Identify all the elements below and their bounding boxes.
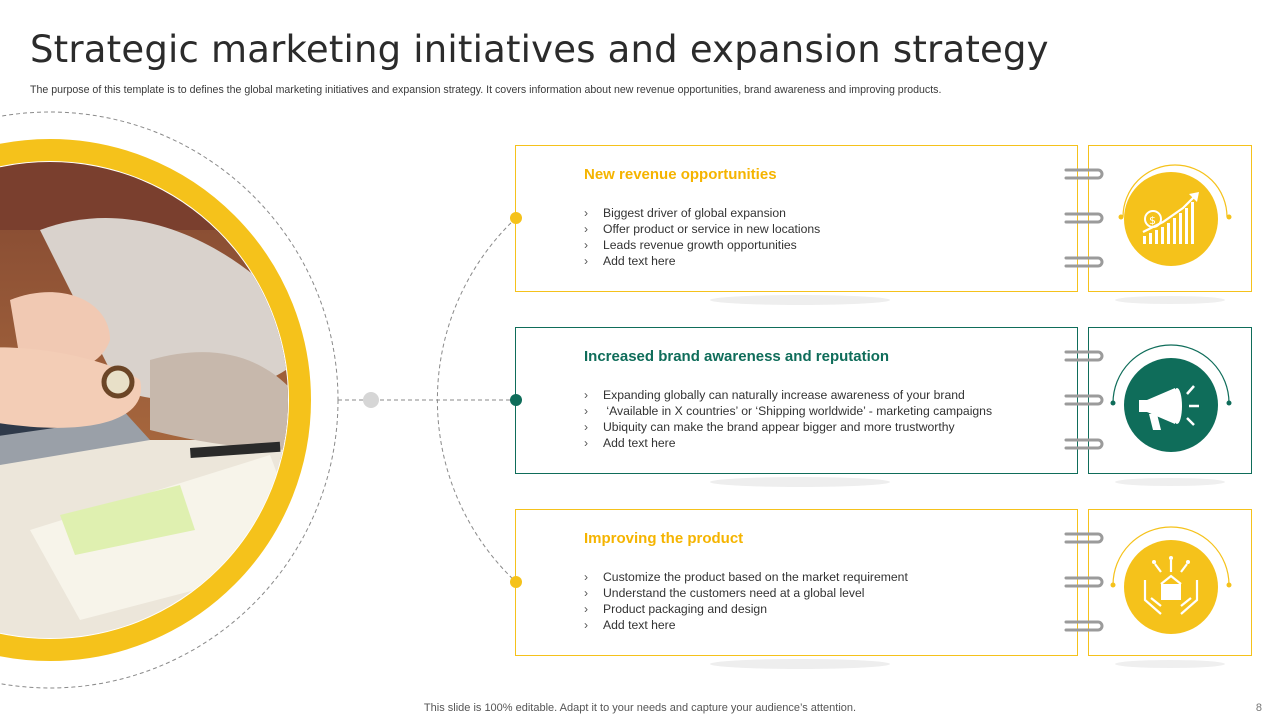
revenue-growth-chart-icon: $ — [1142, 192, 1199, 244]
page-number: 8 — [1255, 702, 1262, 714]
card-new-revenue: New revenue opportunities ›Biggest drive… — [515, 145, 1078, 292]
footer-note: This slide is 100% editable. Adapt it to… — [423, 702, 857, 714]
megaphone-icon — [1139, 385, 1199, 430]
bullet-chevron: › — [584, 586, 589, 600]
list-item: ›Biggest driver of global expansion — [584, 206, 786, 220]
icon-box-revenue: $ — [1088, 145, 1252, 292]
bullet-list: ›Customize the product based on the mark… — [584, 569, 908, 633]
page-title: Strategic marketing initiatives and expa… — [30, 28, 1049, 71]
bullet-list: ›Expanding globally can naturally increa… — [584, 387, 992, 451]
page-subtitle: The purpose of this template is to defin… — [30, 84, 942, 96]
bullet-chevron: › — [584, 254, 589, 268]
list-item: ›Understand the customers need at a glob… — [584, 586, 865, 600]
bullet-list: ›Biggest driver of global expansion ›Off… — [584, 205, 820, 269]
connector-dashed-arc — [436, 217, 517, 583]
bullet-chevron: › — [584, 238, 589, 252]
icon-box-megaphone — [1088, 327, 1252, 474]
list-item: ›Expanding globally can naturally increa… — [584, 388, 965, 402]
photo-laptop-hands — [0, 162, 288, 638]
bullet-chevron: › — [584, 420, 589, 434]
svg-text:$: $ — [1149, 214, 1156, 227]
icon-box-product — [1088, 509, 1252, 656]
card-title: New revenue opportunities — [584, 166, 777, 183]
bullet-chevron: › — [584, 570, 589, 584]
connector-hub-dot — [363, 392, 379, 408]
list-item: ›Ubiquity can make the brand appear bigg… — [584, 420, 955, 434]
list-item: ›Leads revenue growth opportunities — [584, 238, 797, 252]
list-item: ›Add text here — [584, 618, 676, 632]
list-item: ›Product packaging and design — [584, 602, 767, 616]
list-item: ›Add text here — [584, 254, 676, 268]
bullet-chevron: › — [584, 222, 589, 236]
bullet-chevron: › — [584, 206, 589, 220]
list-item: ›Add text here — [584, 436, 676, 450]
list-item: › ‘Available in X countries’ or ‘Shippin… — [584, 404, 993, 418]
card-improving-product: Improving the product ›Customize the pro… — [515, 509, 1078, 656]
card-brand-awareness: Increased brand awareness and reputation… — [515, 327, 1078, 474]
product-hands-icon — [1143, 556, 1199, 615]
bullet-chevron: › — [584, 602, 589, 616]
bullet-chevron: › — [584, 388, 589, 402]
card-title: Increased brand awareness and reputation — [584, 348, 890, 365]
bullet-chevron: › — [584, 404, 589, 418]
photo-yellow-ring — [0, 139, 311, 661]
bullet-chevron: › — [584, 436, 589, 450]
bullet-chevron: › — [584, 618, 589, 632]
list-item: ›Offer product or service in new locatio… — [584, 222, 821, 236]
list-item: ›Customize the product based on the mark… — [584, 570, 908, 584]
card-title: Improving the product — [584, 530, 744, 547]
